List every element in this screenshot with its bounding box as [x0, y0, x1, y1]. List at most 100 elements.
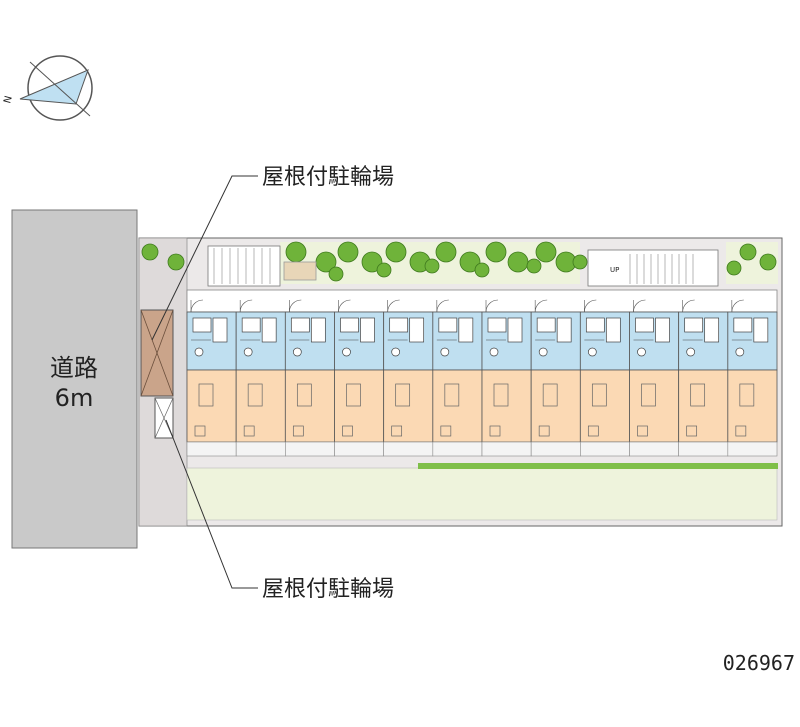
- unit-bath: [458, 317, 474, 343]
- hedge-bottom: [418, 463, 778, 469]
- tree: [337, 241, 359, 263]
- unit-desk: [739, 383, 755, 407]
- unit-toilet: [440, 347, 450, 357]
- unit-closet: [587, 425, 599, 437]
- tree: [361, 251, 383, 273]
- tree: [507, 251, 529, 273]
- unit-bath: [556, 317, 572, 343]
- unit-desk: [198, 383, 214, 407]
- leader-line-top: [151, 175, 258, 341]
- unit-desk: [395, 383, 411, 407]
- unit-closet: [194, 425, 206, 437]
- unit-closet: [686, 425, 698, 437]
- compass-needle: [19, 69, 89, 105]
- tree: [459, 251, 481, 273]
- unit-desk: [542, 383, 558, 407]
- stair-east-box: [587, 249, 719, 287]
- apartment-unit: [186, 299, 237, 457]
- compass-north-label: N: [2, 95, 15, 105]
- unit-desk: [493, 383, 509, 407]
- stair-west-steps: [213, 248, 271, 284]
- apartment-unit: [579, 299, 630, 457]
- road-name: 道路: [50, 354, 98, 382]
- corridor: [186, 289, 778, 313]
- unit-closet: [637, 425, 648, 437]
- unit-toilet: [538, 347, 548, 357]
- bike-parking-hatch-2: [140, 309, 174, 397]
- tree: [474, 262, 490, 278]
- apartment-unit: [481, 299, 532, 457]
- unit-kitchen: [389, 317, 409, 333]
- apartment-unit: [530, 299, 581, 457]
- unit-toilet: [243, 347, 253, 357]
- unit-bath: [360, 317, 375, 343]
- unit-toilet: [342, 347, 351, 357]
- unit-bath: [507, 317, 523, 343]
- tree: [424, 258, 440, 274]
- unit-closet: [243, 425, 255, 437]
- unit-kitchen: [585, 317, 605, 333]
- tree: [485, 241, 507, 263]
- unit-kitchen: [684, 317, 704, 333]
- apartment-unit: [235, 299, 286, 457]
- road: [11, 209, 138, 549]
- bike-parking-label-bottom: 屋根付駐輪場: [262, 577, 394, 602]
- unit-kitchen: [192, 317, 212, 333]
- stair-east: UP: [587, 249, 719, 287]
- apartment-unit: [629, 299, 680, 457]
- unit-balcony: [186, 441, 237, 457]
- unit-bath: [261, 317, 277, 343]
- unit-balcony: [678, 441, 729, 457]
- leader-line-bottom: [165, 419, 258, 589]
- tree: [572, 254, 588, 270]
- bike-parking-label-top: 屋根付駐輪場: [262, 165, 394, 190]
- tree: [141, 243, 159, 261]
- unit-balcony: [285, 441, 335, 457]
- unit-toilet: [292, 347, 302, 357]
- unit-balcony: [481, 441, 532, 457]
- unit-desk: [296, 383, 312, 407]
- unit-desk: [690, 383, 706, 407]
- unit-balcony: [334, 441, 384, 457]
- tree: [385, 241, 407, 263]
- trash-hatch-2: [154, 397, 174, 439]
- unit-closet: [391, 425, 403, 437]
- building-units: [186, 299, 778, 457]
- unit-closet: [440, 425, 452, 437]
- tree: [285, 241, 307, 263]
- unit-bath: [310, 317, 326, 343]
- bike-parking-top-area: [283, 261, 317, 281]
- unit-kitchen: [241, 317, 261, 333]
- unit-desk: [444, 383, 460, 407]
- unit-bath: [704, 317, 720, 343]
- unit-desk: [591, 383, 607, 407]
- apartment-unit: [334, 299, 385, 457]
- unit-kitchen: [290, 317, 310, 333]
- unit-toilet: [587, 347, 597, 357]
- unit-balcony: [727, 441, 778, 457]
- stair-west: [207, 245, 281, 287]
- unit-toilet: [735, 347, 745, 357]
- unit-closet: [538, 425, 550, 437]
- tree: [167, 253, 185, 271]
- unit-bath: [753, 317, 769, 343]
- apartment-unit: [383, 299, 434, 457]
- unit-toilet: [637, 347, 646, 357]
- unit-bath: [409, 317, 425, 343]
- stair-up-label: UP: [610, 266, 619, 274]
- tree: [726, 260, 742, 276]
- unit-toilet: [194, 347, 204, 357]
- tree: [535, 241, 557, 263]
- tree: [739, 243, 757, 261]
- compass-axis: [29, 61, 91, 117]
- unit-kitchen: [635, 317, 654, 333]
- apartment-unit: [678, 299, 729, 457]
- apartment-unit: [284, 299, 335, 457]
- unit-desk: [247, 383, 263, 407]
- road-width: 6m: [55, 384, 94, 412]
- unit-balcony: [432, 441, 483, 457]
- stair-east-steps: [629, 254, 694, 284]
- apartment-unit: [432, 299, 483, 457]
- tree-group: [141, 241, 777, 282]
